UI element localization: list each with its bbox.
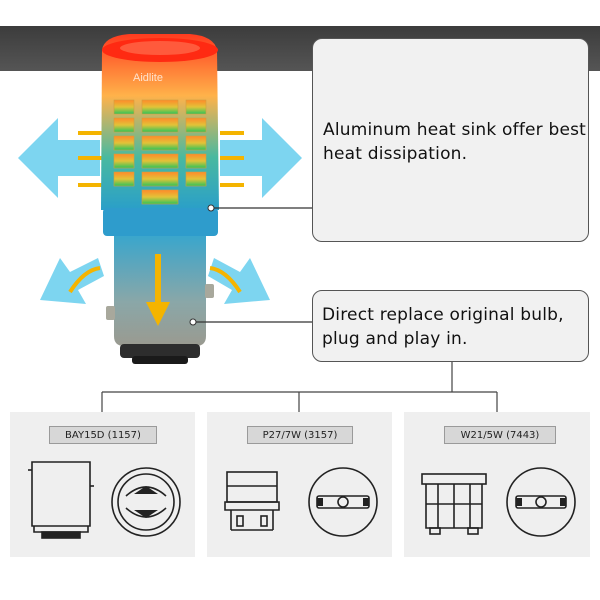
base-label: BAY15D (1157) [49, 426, 157, 444]
bulb-collar [103, 208, 218, 236]
w21-5w-drawing [421, 467, 576, 537]
callout-direct-replace: Direct replace original bulb, plug and p… [312, 290, 589, 362]
base-label: P27/7W (3157) [247, 426, 353, 444]
callout-heat-sink: Aluminum heat sink offer best heat dissi… [312, 38, 589, 242]
down-arrow [146, 254, 170, 326]
callout-heat-sink-text: Aluminum heat sink offer best heat dissi… [323, 120, 587, 164]
brand-logo: Aidlite [133, 72, 163, 84]
base-panel-p27-7w: P27/7W (3157) [207, 412, 392, 557]
heat-arrows-yellow [68, 131, 244, 294]
base-panel-w21-5w: W21/5W (7443) [404, 412, 590, 557]
heat-arrows-left [18, 118, 104, 304]
bay15d-drawing [28, 461, 181, 539]
p27-7w-drawing [224, 467, 378, 537]
base-panel-bay15d: BAY15D (1157) [10, 412, 195, 557]
led-bulb-illustration [18, 34, 302, 364]
bulb-head [101, 34, 219, 210]
base-label: W21/5W (7443) [444, 426, 556, 444]
heat-arrows-right [208, 118, 302, 304]
callout-direct-replace-text: Direct replace original bulb, plug and p… [322, 305, 564, 349]
